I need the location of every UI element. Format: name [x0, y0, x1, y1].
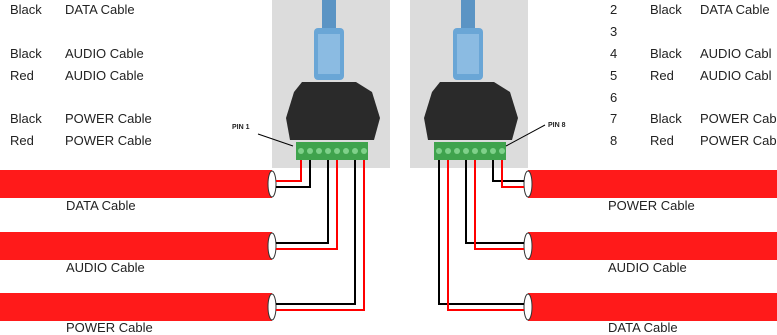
left-row-3-label: AUDIO Cable [65, 68, 144, 83]
left-cable-caption-audio: AUDIO Cable [66, 260, 145, 275]
right-cable-caption-data: DATA Cable [608, 320, 678, 335]
cable-end-caps [267, 170, 533, 321]
right-row-5-color: Red [650, 68, 674, 83]
right-cable-caption-power: POWER Cable [608, 198, 695, 213]
left-row-5-color: Red [10, 133, 34, 148]
left-row-2-label: AUDIO Cable [65, 46, 144, 61]
left-power-cable [0, 293, 272, 321]
left-row-1-color: Black [10, 2, 42, 17]
right-row-8-label: POWER Cab [700, 133, 777, 148]
left-row-3-color: Red [10, 68, 34, 83]
right-row-4-color: Black [650, 46, 682, 61]
left-row-4-color: Black [10, 111, 42, 126]
right-wires [438, 160, 524, 311]
left-terminal-block [286, 82, 380, 160]
right-data-cable [528, 293, 777, 321]
right-rj45-plug [453, 0, 483, 80]
left-cable-caption-data: DATA Cable [66, 198, 136, 213]
right-row-8-color: Red [650, 133, 674, 148]
pin-1-label: PIN 1 [232, 124, 250, 131]
right-row-4-num: 4 [610, 46, 618, 61]
right-row-7-color: Black [650, 111, 682, 126]
left-row-2-color: Black [10, 46, 42, 61]
left-row-4-label: POWER Cable [65, 111, 152, 126]
left-wires [276, 160, 365, 311]
right-row-7-label: POWER Cab [700, 111, 777, 126]
right-row-3-num: 3 [610, 24, 618, 39]
left-cable-caption-power: POWER Cable [66, 320, 153, 335]
left-data-cable [0, 170, 272, 198]
right-row-5-label: AUDIO Cabl [700, 68, 772, 83]
left-row-5-label: POWER Cable [65, 133, 152, 148]
right-row-5-num: 5 [610, 68, 618, 83]
right-row-2-color: Black [650, 2, 682, 17]
right-row-8-num: 8 [610, 133, 618, 148]
left-audio-cable [0, 232, 272, 260]
right-row-2-label: DATA Cable [700, 2, 770, 17]
right-row-6-num: 6 [610, 90, 618, 105]
right-power-cable [528, 170, 777, 198]
right-cable-caption-audio: AUDIO Cable [608, 260, 687, 275]
pin-8-label: PIN 8 [548, 122, 566, 129]
pin8-pointer [505, 124, 546, 147]
left-rj45-plug [314, 0, 344, 80]
right-row-2-num: 2 [610, 2, 618, 17]
right-audio-cable [528, 232, 777, 260]
right-terminal-block [424, 82, 518, 160]
pin1-pointer [257, 133, 294, 147]
right-row-7-num: 7 [610, 111, 618, 126]
right-row-4-label: AUDIO Cabl [700, 46, 772, 61]
left-row-1-label: DATA Cable [65, 2, 135, 17]
